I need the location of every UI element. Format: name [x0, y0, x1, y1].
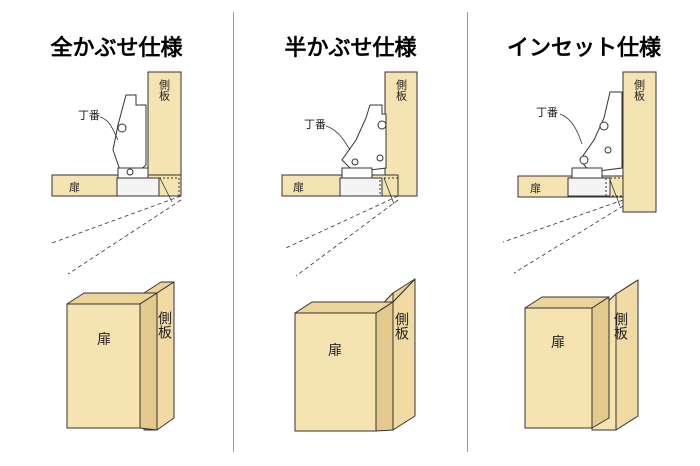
block-door-front	[294, 312, 377, 432]
panel-title: 半かぶせ仕様	[284, 36, 417, 61]
door-swing-line	[513, 205, 624, 274]
door-label: 扉	[293, 181, 304, 194]
hinge-label: 丁番	[78, 109, 100, 122]
hinge-drawing	[339, 104, 387, 197]
block-side-label: 側板	[393, 312, 409, 340]
block-door-label: 扉	[97, 332, 111, 348]
side-panel-board	[622, 71, 657, 213]
hinge-label: 丁番	[536, 106, 558, 119]
door-swing-line	[502, 199, 624, 243]
panel-divider	[467, 12, 468, 452]
hinge-label: 丁番	[304, 118, 326, 131]
block-door-edge	[591, 296, 610, 429]
hinge-drawing	[112, 94, 160, 197]
side-panel-label: 側板	[633, 79, 646, 102]
block-door-label: 扉	[551, 335, 565, 351]
panel-title: 全かぶせ仕様	[50, 36, 183, 61]
side-panel-label: 側板	[158, 79, 171, 102]
panel-half-overlay: 半かぶせ仕様 側板 扉 丁番 扉 側板	[234, 0, 467, 466]
block-door-label: 扉	[328, 343, 342, 359]
block-door-edge	[375, 301, 394, 432]
inset-diagram: 側板 扉 丁番 扉 側板	[502, 71, 657, 431]
block-side-face	[615, 279, 639, 431]
side-panel-label: 側板	[395, 79, 408, 102]
block-side-label: 側板	[612, 312, 628, 340]
half-overlay-diagram: 側板 扉 丁番 扉 側板	[281, 71, 418, 432]
block-illustration	[66, 281, 175, 431]
panel-inset: インセット仕様 側板 扉 丁番 扉 側板	[468, 0, 700, 466]
door-label: 扉	[530, 182, 541, 195]
panel-title: インセット仕様	[506, 36, 661, 61]
door-swing-line	[285, 195, 399, 249]
door-swing-line	[67, 199, 182, 275]
door-swing-line	[295, 199, 399, 277]
block-illustration	[524, 279, 639, 431]
block-side-label: 側板	[156, 311, 172, 339]
panel-divider	[233, 12, 234, 452]
block-door-front	[66, 303, 141, 429]
block-illustration	[294, 278, 416, 432]
full-overlay-diagram: 側板 扉 丁番 扉 側板	[51, 71, 182, 431]
block-door-edge	[139, 292, 158, 431]
block-door-front	[524, 307, 593, 429]
panel-full-overlay: 全かぶせ仕様 側板 扉 丁番	[0, 0, 233, 466]
door-swing-line	[51, 195, 182, 244]
block-side-face	[156, 281, 175, 431]
door-label: 扉	[69, 181, 80, 194]
hinge-drawing	[567, 91, 623, 197]
